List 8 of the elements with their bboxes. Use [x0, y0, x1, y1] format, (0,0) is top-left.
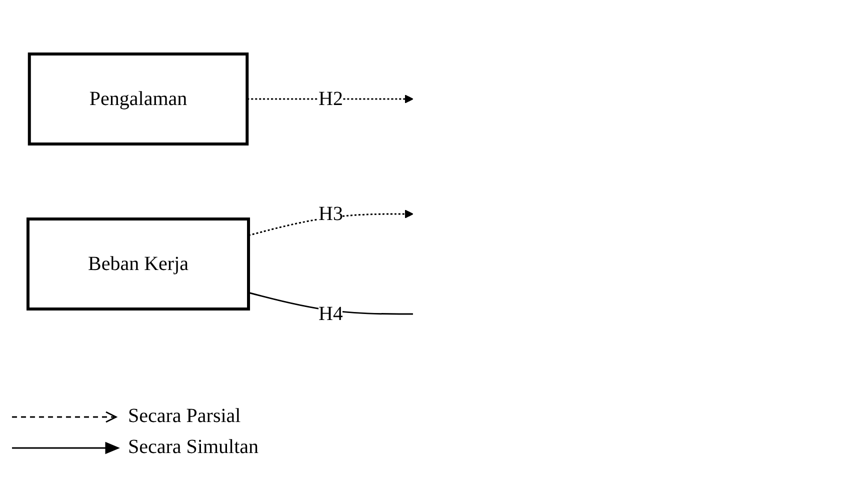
- edge-label: H3: [318, 202, 343, 224]
- node-box: Beban Kerja: [26, 217, 250, 310]
- legend-text: Secara Simultan: [128, 436, 259, 459]
- edge-label: H4: [318, 302, 343, 324]
- legend-text: Secara Parsial: [128, 405, 241, 428]
- arrow: [247, 94, 414, 103]
- node-box: Pengalaman: [28, 52, 249, 145]
- edge-label: H2: [318, 88, 343, 110]
